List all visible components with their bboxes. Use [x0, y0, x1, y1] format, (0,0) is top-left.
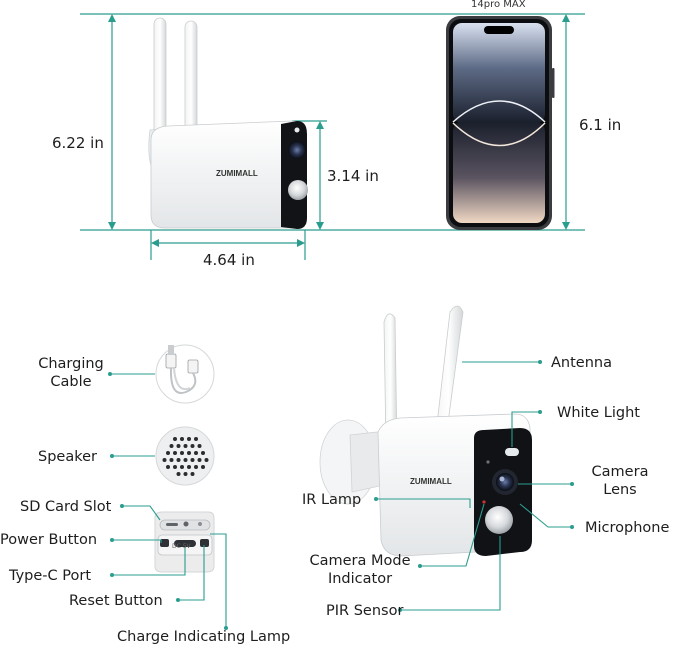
- speaker-hole: [183, 472, 188, 476]
- speaker-image: [155, 426, 215, 486]
- speaker-hole: [194, 451, 198, 455]
- speaker-hole: [197, 458, 202, 462]
- speaker-hole: [183, 444, 188, 448]
- speaker-hole: [166, 451, 170, 455]
- camera-mode-label-line1: Camera Mode: [309, 553, 411, 569]
- speaker-hole: [173, 465, 177, 469]
- speaker-hole: [180, 451, 184, 455]
- sd-card-slot-label: SD Card Slot: [20, 499, 112, 515]
- speaker-hole: [187, 437, 191, 441]
- camera-side-view: [148, 17, 308, 229]
- camera-lens-label-line2: Lens: [603, 482, 637, 498]
- speaker-hole: [169, 458, 174, 462]
- speaker-hole: [183, 458, 188, 462]
- white-light-label: White Light: [557, 405, 640, 421]
- camera-mode-label-line2: Indicator: [327, 571, 393, 587]
- port-closeup-image: [154, 511, 215, 573]
- speaker-hole: [194, 465, 198, 469]
- brand-logo-large: ZUMIMALL: [410, 477, 452, 486]
- speaker-hole: [180, 465, 184, 469]
- charge-lamp-label: Charge Indicating Lamp: [117, 629, 291, 645]
- speaker-hole: [173, 451, 177, 455]
- camera-mode-indicator-label: Camera Mode Indicator: [300, 552, 420, 588]
- speaker-hole: [190, 458, 195, 462]
- camera-front-view: [319, 305, 532, 557]
- speaker-hole: [176, 458, 181, 462]
- speaker-hole: [204, 458, 209, 462]
- ir-lamp-label: IR Lamp: [302, 492, 362, 508]
- speaker-hole: [190, 444, 195, 448]
- speaker-hole: [187, 465, 191, 469]
- speaker-hole: [180, 437, 184, 441]
- port-dc-label: DC 5V: [172, 543, 191, 550]
- speaker-hole: [173, 437, 177, 441]
- charging-cable-label: Charging Cable: [34, 355, 108, 391]
- speaker-hole: [187, 451, 191, 455]
- power-button-label: Power Button: [0, 532, 98, 548]
- type-c-port-label: Type-C Port: [9, 568, 92, 584]
- reset-button-label: Reset Button: [69, 593, 163, 609]
- speaker-hole: [176, 472, 181, 476]
- charging-cable-label-line2: Cable: [50, 374, 92, 390]
- speaker-hole: [166, 465, 170, 469]
- speaker-hole: [197, 444, 202, 448]
- right-callout-lines: [376, 361, 572, 611]
- speaker-hole: [162, 458, 167, 462]
- speaker-hole: [194, 437, 198, 441]
- right-callout-dots: [374, 360, 574, 612]
- left-callout-dots: [108, 372, 228, 630]
- camera-lens-label: Camera Lens: [579, 463, 661, 499]
- pir-sensor-label: PIR Sensor: [326, 603, 404, 619]
- body-width-label: 4.64 in: [203, 251, 255, 269]
- top-dimension-arrows: [108, 14, 570, 247]
- speaker-hole: [201, 451, 205, 455]
- microphone-label: Microphone: [585, 520, 670, 536]
- speaker-label: Speaker: [38, 449, 97, 465]
- speaker-hole: [201, 465, 205, 469]
- speaker-hole: [169, 444, 174, 448]
- camera-height-label: 6.22 in: [52, 134, 104, 152]
- phone-height-label: 6.1 in: [579, 116, 622, 134]
- phone-model-label: 14pro MAX: [471, 0, 526, 10]
- left-callout-lines: [110, 373, 227, 628]
- charging-cable-image: [155, 344, 215, 404]
- phone-illustration: [446, 16, 555, 230]
- body-height-label: 3.14 in: [327, 167, 379, 185]
- speaker-hole: [190, 472, 195, 476]
- camera-lens-label-line1: Camera: [591, 464, 649, 480]
- charging-cable-label-line1: Charging: [38, 356, 104, 372]
- speaker-hole: [176, 444, 181, 448]
- brand-logo-small: ZUMIMALL: [216, 169, 258, 178]
- antenna-label: Antenna: [551, 355, 612, 371]
